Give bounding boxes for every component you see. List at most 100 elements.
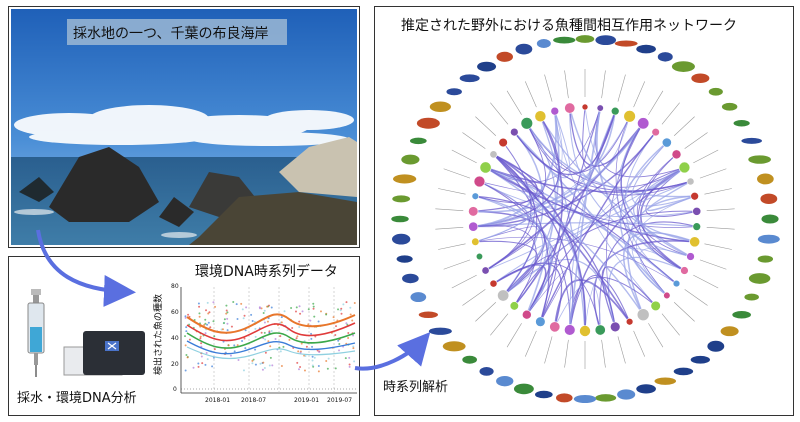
network-edge [601, 266, 657, 328]
data-point [349, 306, 352, 309]
network-node [625, 318, 634, 326]
fish-icon [416, 117, 440, 129]
network-node [475, 252, 484, 261]
fish-icon [757, 234, 780, 244]
network-node [690, 191, 699, 201]
network-node [650, 300, 661, 312]
network-title: 推定された野外における魚種間相互作用ネットワーク [401, 18, 737, 34]
data-point [254, 335, 257, 338]
network-edge [475, 195, 553, 316]
data-point [184, 335, 187, 338]
data-point [237, 359, 240, 362]
network-node [521, 309, 532, 320]
fish-icon [760, 193, 778, 205]
y-tick-80: 80 [171, 283, 179, 290]
data-point [319, 310, 322, 313]
data-point [207, 321, 210, 324]
species-label-mark [661, 313, 680, 336]
network-node [671, 149, 682, 160]
network-edge [473, 222, 697, 228]
fish-icon [654, 377, 677, 385]
data-point [262, 361, 265, 364]
data-point [291, 326, 294, 329]
network-edge [569, 108, 691, 258]
data-point [296, 335, 299, 338]
network-edge [492, 153, 631, 323]
data-point [235, 303, 238, 306]
network-edge [502, 142, 668, 296]
fish-icon [515, 43, 533, 55]
network-edge [485, 154, 535, 271]
network-edge [479, 167, 544, 194]
sequencer-icon [63, 331, 145, 376]
data-point [213, 335, 216, 338]
data-point [187, 313, 190, 316]
fish-icon [536, 39, 551, 48]
species-label-mark [673, 302, 695, 322]
data-point [342, 303, 345, 306]
data-point [197, 302, 200, 305]
data-point [347, 331, 350, 334]
data-point [264, 338, 267, 341]
fish-icon [741, 137, 762, 144]
data-point [225, 309, 228, 312]
data-point [300, 342, 303, 345]
network-edge [615, 116, 668, 296]
data-point [230, 325, 233, 328]
network-edge [473, 122, 644, 228]
data-point [305, 345, 308, 348]
fish-icon [744, 293, 759, 301]
data-point [186, 356, 189, 359]
data-point [214, 305, 217, 308]
data-point [212, 301, 215, 304]
data-point [312, 307, 315, 310]
fish-icon [513, 383, 534, 395]
network-node [637, 117, 650, 130]
data-point [279, 350, 282, 353]
data-point [263, 309, 266, 312]
data-point [334, 333, 337, 336]
fish-icon [720, 326, 739, 337]
species-label-mark [601, 70, 606, 99]
network-edge [646, 180, 695, 212]
data-point [266, 305, 269, 308]
data-point [243, 337, 246, 340]
data-point [349, 313, 352, 316]
data-point [208, 311, 211, 314]
data-point [337, 308, 340, 311]
data-point [206, 358, 209, 361]
network-edge [645, 167, 697, 218]
fish-icon [392, 195, 411, 203]
data-point [209, 326, 212, 329]
data-point [184, 315, 187, 318]
fish-icon [708, 87, 723, 96]
fish-icon [462, 355, 477, 364]
fish-icon [496, 51, 513, 62]
data-point [311, 364, 314, 367]
species-label-mark [704, 243, 732, 250]
species-label-mark [684, 132, 708, 149]
data-point [317, 370, 320, 373]
fish-icon [401, 154, 420, 165]
fish-icon [446, 88, 462, 96]
data-point [268, 330, 271, 333]
data-point [313, 356, 316, 359]
data-point [226, 329, 229, 332]
data-point [226, 322, 229, 325]
data-point [344, 357, 347, 360]
data-point [201, 362, 204, 365]
data-point [282, 345, 285, 348]
network-edge [539, 131, 657, 323]
fish-icon [617, 389, 636, 400]
data-point [206, 323, 209, 326]
data-point [297, 368, 300, 371]
data-point [197, 365, 200, 368]
fish-icon [429, 101, 451, 113]
species-label-mark [544, 74, 553, 102]
data-point [269, 356, 272, 359]
species-label-mark [704, 188, 732, 195]
data-point [299, 351, 302, 354]
data-point [295, 306, 298, 309]
fish-icon [614, 40, 638, 47]
data-point [258, 306, 261, 309]
